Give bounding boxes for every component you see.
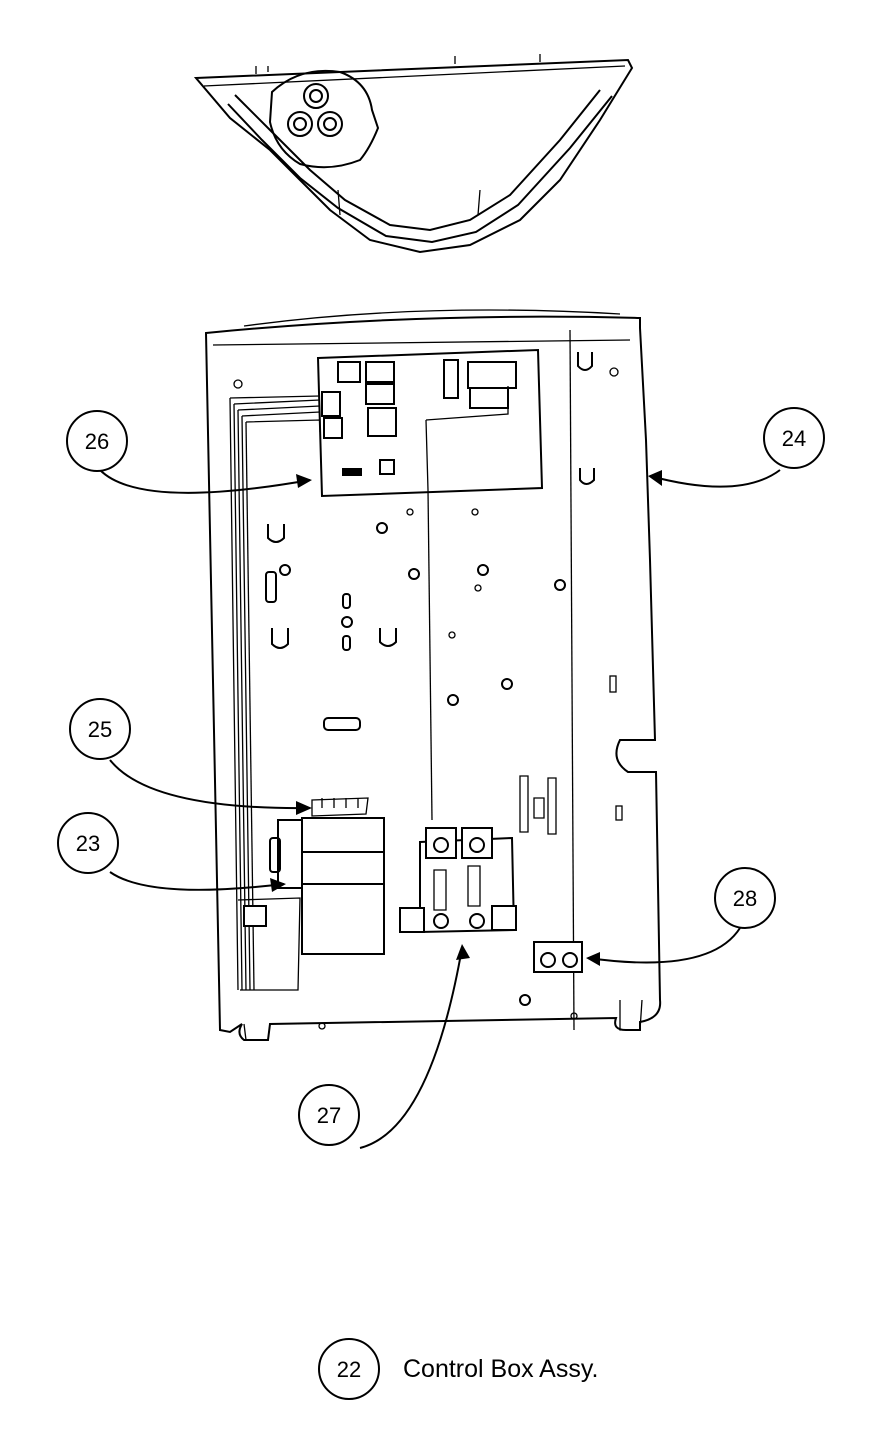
control-box-cover	[193, 54, 634, 254]
callout-28: 28	[714, 867, 776, 929]
svg-text:23: 23	[76, 831, 100, 856]
leader-28	[587, 927, 741, 964]
caption-number-bubble	[318, 1338, 380, 1400]
leader-27	[359, 947, 463, 1149]
svg-text:26: 26	[85, 429, 109, 454]
leader-26	[99, 469, 311, 494]
svg-text:28: 28	[733, 886, 757, 911]
callout-27: 27	[298, 1084, 360, 1146]
caption-title: Control Box Assy.	[403, 1355, 598, 1383]
callout-24: 24	[763, 407, 825, 469]
callout-23: 23	[57, 812, 119, 874]
callout-25: 25	[69, 698, 131, 760]
leader-23	[109, 871, 285, 891]
callout-26: 26	[66, 410, 128, 472]
callout-arrowheads	[270, 470, 662, 966]
svg-text:24: 24	[782, 426, 806, 451]
leader-24	[649, 469, 781, 488]
svg-text:27: 27	[317, 1103, 341, 1128]
svg-text:25: 25	[88, 717, 112, 742]
caption-number: 22	[337, 1357, 361, 1382]
control-box-panel	[204, 309, 662, 1041]
callout-leaders	[99, 469, 781, 1149]
leader-25	[109, 759, 311, 810]
caption: 22 Control Box Assy.	[318, 1338, 598, 1400]
